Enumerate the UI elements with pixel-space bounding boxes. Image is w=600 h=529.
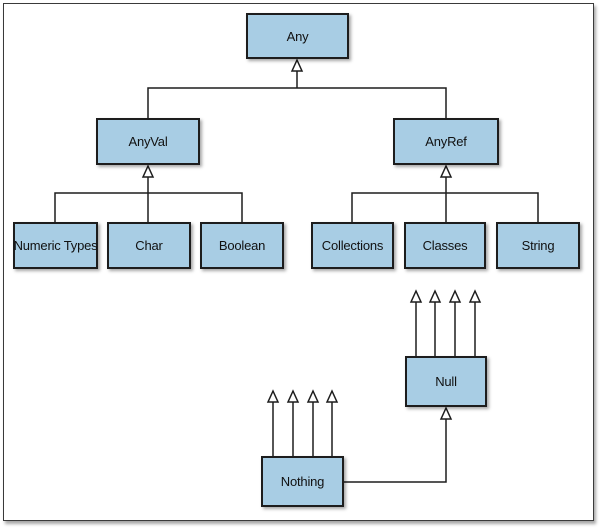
- node-string: String: [496, 222, 580, 269]
- node-string-label: String: [521, 238, 555, 253]
- diagram-frame: [3, 3, 594, 521]
- arrowhead-null-up-2: [428, 289, 442, 303]
- node-any: Any: [246, 13, 349, 59]
- node-anyval-label: AnyVal: [128, 134, 168, 149]
- node-nothing-label: Nothing: [280, 474, 325, 489]
- node-numeric-types: Numeric Types: [13, 222, 98, 269]
- arrowhead-nothing-up-1: [266, 389, 280, 403]
- node-anyref-label: AnyRef: [425, 134, 467, 149]
- node-char: Char: [107, 222, 191, 269]
- arrowhead-nothing-up-2: [286, 389, 300, 403]
- node-boolean-label: Boolean: [218, 238, 266, 253]
- node-numeric-types-label: Numeric Types: [13, 238, 98, 253]
- arrowhead-any: [290, 58, 304, 72]
- node-null: Null: [405, 356, 487, 407]
- node-null-label: Null: [435, 374, 457, 389]
- node-char-label: Char: [135, 238, 163, 253]
- node-collections-label: Collections: [321, 238, 384, 253]
- edge-anyref-bar: [351, 192, 539, 222]
- arrowhead-null-up-4: [468, 289, 482, 303]
- node-anyref: AnyRef: [393, 118, 499, 165]
- node-nothing: Nothing: [261, 456, 344, 507]
- arrowhead-null: [439, 406, 453, 420]
- node-boolean: Boolean: [200, 222, 284, 269]
- arrowhead-null-up-1: [409, 289, 423, 303]
- arrowhead-null-up-3: [448, 289, 462, 303]
- node-anyval: AnyVal: [96, 118, 200, 165]
- node-any-label: Any: [286, 28, 309, 44]
- edge-anyval-bar: [54, 192, 243, 222]
- arrowhead-anyval: [141, 164, 155, 178]
- arrowhead-anyref: [439, 164, 453, 178]
- arrowhead-nothing-up-3: [306, 389, 320, 403]
- node-classes: Classes: [404, 222, 486, 269]
- edge-nothing-null: [344, 419, 447, 483]
- edge-any-bar: [147, 87, 447, 118]
- node-classes-label: Classes: [422, 238, 468, 253]
- arrowhead-nothing-up-4: [325, 389, 339, 403]
- node-collections: Collections: [311, 222, 394, 269]
